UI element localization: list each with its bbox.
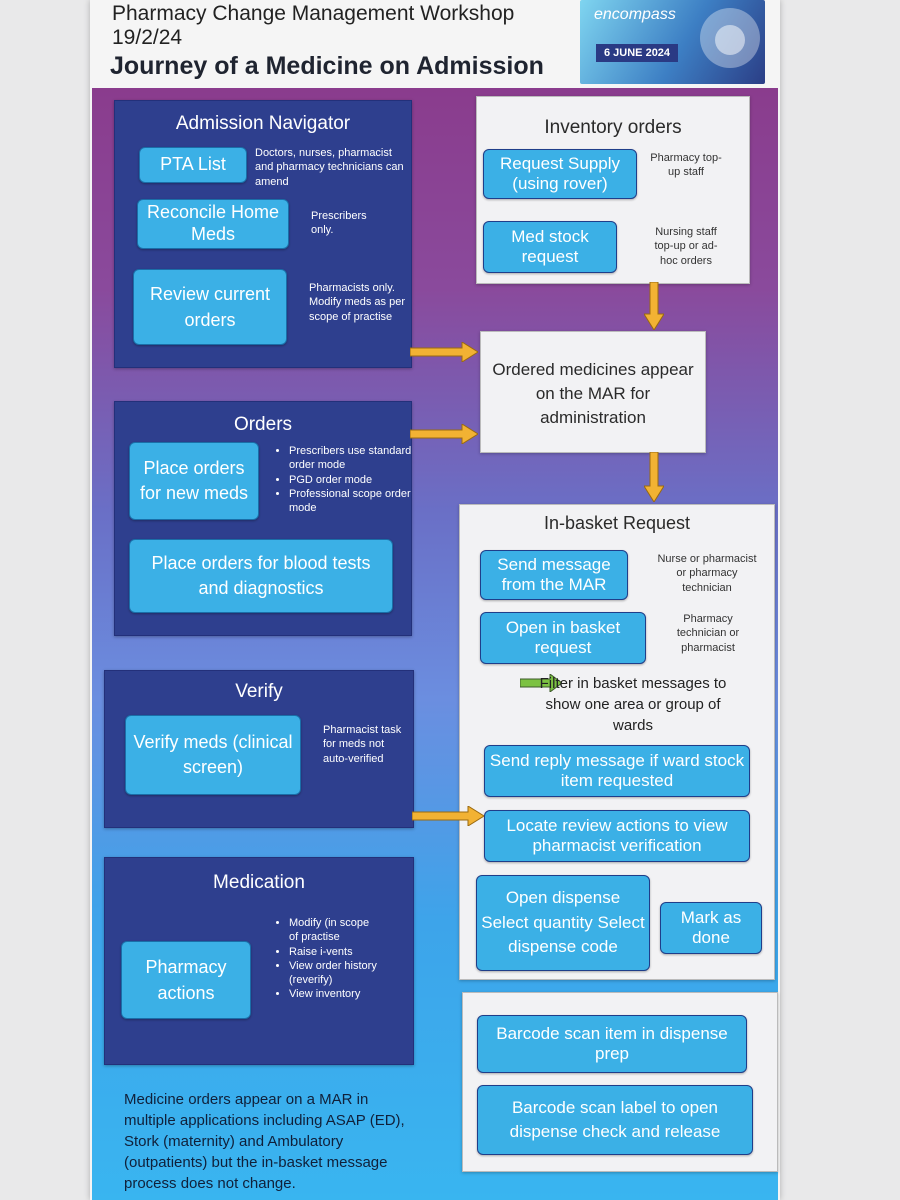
arrow-down-icon [644, 282, 664, 330]
logo-date: 6 JUNE 2024 [596, 44, 679, 62]
green-arrow-icon [520, 674, 562, 692]
pharmacy-actions-button[interactable]: Pharmacy actions [121, 941, 251, 1019]
inventory-orders-box: Inventory orders Request Supply (using r… [476, 96, 750, 284]
inventory-orders-title: Inventory orders [544, 117, 682, 138]
orders-modes-list: Prescribers use standard order mode PGD … [271, 444, 429, 515]
arrow-right-icon [410, 342, 478, 362]
arrow-right-icon [412, 806, 484, 826]
workshop-name: Pharmacy Change Management Workshop [112, 2, 515, 25]
flow-panel: Admission Navigator PTA List Doctors, nu… [92, 88, 778, 1200]
pharmacy-action-item: View inventory [289, 987, 379, 1001]
barcode-scan-item-button[interactable]: Barcode scan item in dispense prep [477, 1015, 747, 1073]
order-mode-item: Professional scope order mode [289, 487, 429, 516]
reconcile-home-meds-button[interactable]: Reconcile Home Meds [137, 199, 289, 249]
review-note: Pharmacists only. Modify meds as per sco… [309, 282, 405, 323]
poster-title: Journey of a Medicine on Admission [110, 52, 544, 80]
medication-title: Medication [213, 872, 305, 893]
pharmacy-action-item: Modify (in scope of practise [289, 916, 379, 945]
send-message-button[interactable]: Send message from the MAR [480, 550, 628, 600]
pta-list-button[interactable]: PTA List [139, 147, 247, 183]
barcode-scan-label-button[interactable]: Barcode scan label to open dispense chec… [477, 1085, 753, 1155]
request-supply-button[interactable]: Request Supply (using rover) [483, 149, 637, 199]
workshop-date: 19/2/24 [112, 26, 183, 49]
send-message-note: Nurse or pharmacist or pharmacy technici… [657, 553, 757, 594]
pharmacy-actions-list: Modify (in scope of practise Raise i-ven… [271, 916, 379, 1002]
orders-box: Orders Place orders for new meds Prescri… [114, 401, 412, 636]
open-dispense-button[interactable]: Open dispense Select quantity Select dis… [476, 875, 650, 971]
in-basket-title: In-basket Request [543, 513, 691, 533]
order-mode-item: PGD order mode [289, 473, 429, 487]
open-in-basket-request-button[interactable]: Open in basket request [480, 612, 646, 664]
place-orders-blood-tests-button[interactable]: Place orders for blood tests and diagnos… [129, 539, 393, 613]
admission-navigator-title: Admission Navigator [175, 113, 351, 134]
request-supply-note: Pharmacy top-up staff [650, 152, 722, 179]
logo-graphic-icon [715, 25, 745, 55]
mar-text: Ordered medicines appear on the MAR for … [492, 360, 694, 427]
admission-navigator-box: Admission Navigator PTA List Doctors, nu… [114, 100, 412, 368]
locate-review-actions-button[interactable]: Locate review actions to view pharmacist… [484, 810, 750, 862]
in-basket-box: In-basket Request Send message from the … [459, 504, 775, 980]
review-current-orders-button[interactable]: Review current orders [133, 269, 287, 345]
filter-note: Filter in basket messages to show one ar… [539, 675, 727, 734]
barcode-box: Barcode scan item in dispense prep Barco… [462, 992, 778, 1172]
med-stock-request-button[interactable]: Med stock request [483, 221, 617, 273]
verify-box: Verify Verify meds (clinical screen) Pha… [104, 670, 414, 828]
pharmacy-action-item: Raise i-vents [289, 945, 379, 959]
arrow-right-icon [410, 424, 478, 444]
orders-title: Orders [233, 414, 293, 435]
pharmacy-action-item: View order history (reverify) [289, 959, 379, 988]
mark-as-done-button[interactable]: Mark as done [660, 902, 762, 954]
reconcile-note: Prescribers only. [311, 210, 367, 237]
mar-box: Ordered medicines appear on the MAR for … [480, 331, 706, 453]
encompass-logo: encompass 6 JUNE 2024 [580, 0, 765, 84]
medication-box: Medication Pharmacy actions Modify (in s… [104, 857, 414, 1065]
logo-brand: encompass [594, 6, 676, 23]
arrow-down-icon [644, 452, 664, 502]
pta-list-note: Doctors, nurses, pharmacist and pharmacy… [255, 147, 404, 188]
verify-meds-button[interactable]: Verify meds (clinical screen) [125, 715, 301, 795]
verify-note: Pharmacist task for meds not auto-verifi… [323, 724, 402, 765]
med-stock-note: Nursing staff top-up or ad-hoc orders [654, 226, 718, 267]
order-mode-item: Prescribers use standard order mode [289, 444, 429, 473]
place-orders-new-meds-button[interactable]: Place orders for new meds [129, 442, 259, 520]
footer-note: Medicine orders appear on a MAR in multi… [124, 1091, 405, 1192]
send-reply-button[interactable]: Send reply message if ward stock item re… [484, 745, 750, 797]
verify-title: Verify [235, 681, 283, 702]
open-request-note: Pharmacy technician or pharmacist [676, 613, 740, 654]
